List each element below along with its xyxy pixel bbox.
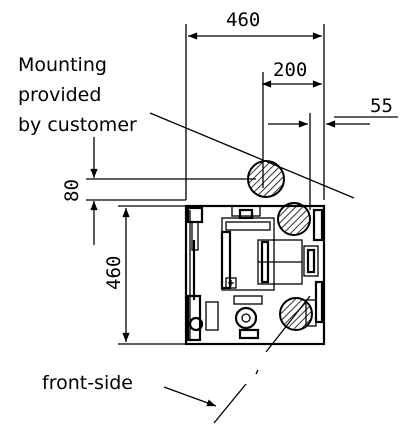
internal-components [186,205,324,342]
dimension-offset: 55 [268,95,398,210]
dimension-offset-value: 55 [370,95,393,117]
mounting-leader [149,112,355,199]
dimension-overall-width-value: 460 [226,9,260,31]
dimension-overall-width: 460 [185,9,325,200]
front-side-line [213,295,311,424]
dimension-gap-height: 80 [61,137,256,245]
pipe-upper-right [277,202,311,236]
dimension-gap-height-value: 80 [61,179,83,202]
mounting-note: Mounting provided by customer [18,54,137,136]
front-side-label: front-side [42,372,133,394]
dimension-inner-width-value: 200 [273,59,307,81]
mounting-note-line3: by customer [18,114,137,136]
dimension-cabinet-height: 460 [103,205,186,345]
mounting-note-line1: Mounting [18,54,107,76]
front-side-arrow [163,386,217,407]
mounting-note-line2: provided [18,84,101,106]
dimension-cabinet-height-value: 460 [103,256,125,290]
pipe-top [247,160,285,198]
